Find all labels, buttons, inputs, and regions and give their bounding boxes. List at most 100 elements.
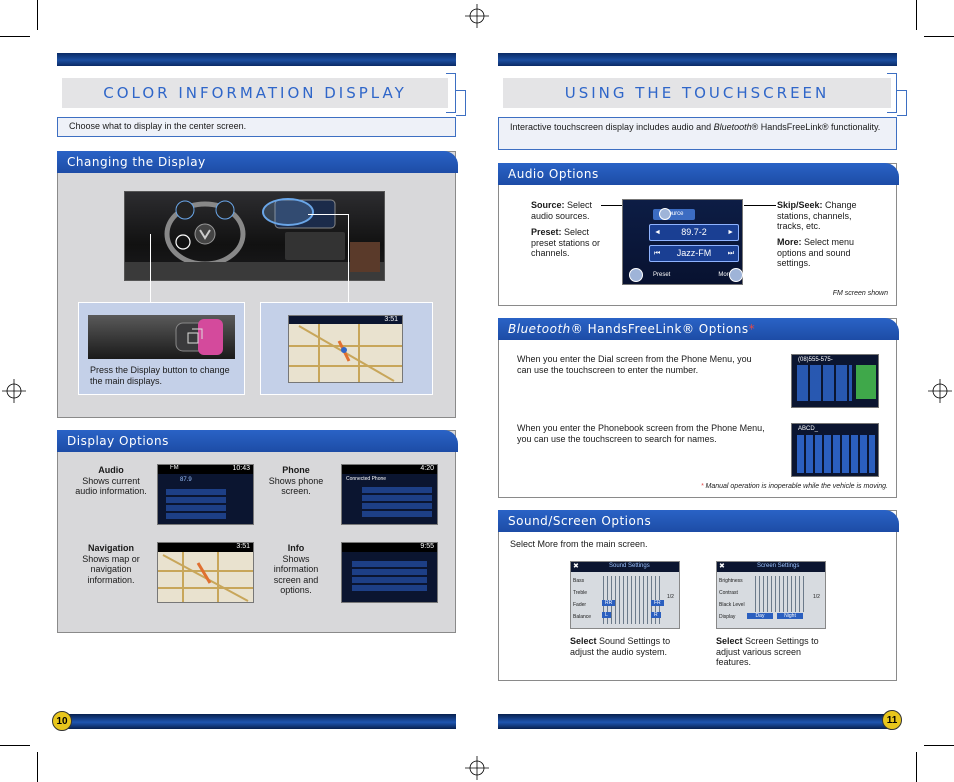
crop-mark [37, 752, 38, 782]
heading-text: Display Options [67, 434, 169, 448]
page-title: COLOR INFORMATION DISPLAY [103, 84, 407, 102]
screen-row: Black Level [719, 602, 745, 608]
sound-val: R [651, 612, 661, 618]
section-heading: Sound/Screen Options [498, 510, 899, 532]
page-indicator: 1/2 [813, 594, 820, 600]
intro-text-end: ® HandsFreeLink® functionality. [751, 122, 881, 132]
screen-time: 9:55 [420, 543, 434, 550]
display-button-caption: Press the Display button to change the m… [90, 365, 230, 386]
frequency-value: 89.7-2 [681, 227, 707, 237]
heading-asterisk: * [748, 322, 756, 336]
caption-text: Screen Settings to adjust various screen… [716, 636, 819, 667]
screen-row: Contrast [719, 590, 738, 596]
sound-row: Treble [573, 590, 587, 596]
crop-mark [916, 752, 917, 782]
title-bracket [456, 90, 466, 116]
intro-text: Interactive touchscreen display includes… [510, 122, 714, 132]
audio-option: Audio Shows current audio information. [75, 465, 147, 497]
option-desc: Shows information screen and options. [273, 553, 319, 596]
screen-time: 10:43 [232, 465, 250, 472]
callout-text: Select preset stations or channels. [531, 227, 601, 258]
option-desc: Shows current audio information. [75, 475, 147, 497]
phone-screen: 4:20 Connected Phone [341, 464, 438, 525]
dashboard-illustration [125, 199, 384, 280]
sound-title: Sound Settings [609, 563, 650, 569]
screen-band: FM [170, 465, 179, 471]
close-icon: ✖ [719, 563, 725, 570]
preset-callout: Preset: Select preset stations or channe… [531, 227, 611, 259]
screen-time: 3:51 [236, 543, 250, 550]
audio-footnote: FM screen shown [832, 290, 888, 297]
night-button: Night [777, 613, 803, 619]
heading-text: Audio Options [508, 167, 599, 181]
dial-text: When you enter the Dial screen from the … [517, 354, 752, 375]
info-option: Info Shows information screen and option… [261, 543, 331, 596]
crop-mark [924, 36, 954, 37]
intro-text: Choose what to display in the center scr… [69, 121, 247, 131]
station-name: Jazz-FM [676, 248, 712, 258]
callout-line [308, 214, 348, 215]
source-button: Source [653, 209, 695, 220]
title-band: COLOR INFORMATION DISPLAY [62, 78, 448, 108]
sound-val: RR [602, 600, 616, 606]
page-number-badge: 10 [52, 711, 72, 731]
registration-mark-icon [2, 379, 26, 403]
station-bar: ⏮ Jazz-FM ⏭ [649, 245, 739, 262]
title-frame: USING THE TOUCHSCREEN [498, 73, 897, 113]
option-title: Navigation [87, 543, 134, 553]
more-callout-circle [729, 268, 743, 282]
map-inset: 3:51 [260, 302, 433, 395]
callout-label: Source: [531, 200, 565, 210]
display-button-photo [88, 315, 235, 359]
phonebook-query: ABCD_ [798, 426, 819, 432]
screen-freq: 87.9 [180, 477, 192, 483]
title-bracket [897, 90, 907, 116]
sound-row: Fader [573, 602, 587, 608]
source-button-label: Source [664, 211, 684, 217]
phonebook-text: When you enter the Phonebook screen from… [517, 423, 765, 444]
sound-caption: Select Sound Settings to adjust the audi… [570, 636, 690, 657]
heading-text: Sound/Screen Options [508, 514, 652, 528]
info-screen: 9:55 [341, 542, 438, 603]
display-button-inset: Press the Display button to change the m… [78, 302, 245, 395]
callout-line [744, 205, 776, 206]
page-indicator: 1/2 [667, 594, 674, 600]
callout-text: Select audio sources. [531, 200, 593, 221]
crop-mark [37, 0, 38, 30]
intro-box: Choose what to display in the center scr… [57, 117, 456, 137]
bottom-banner [498, 714, 897, 729]
audio-screen: FM 10:43 87.9 [157, 464, 254, 525]
registration-mark-icon [465, 756, 489, 780]
caption-bold: Select [570, 636, 597, 646]
title-frame: COLOR INFORMATION DISPLAY [57, 73, 456, 113]
sound-row: Bass [573, 578, 585, 584]
dial-number: (08)555-575- [798, 357, 833, 363]
title-bracket [887, 73, 897, 113]
close-icon: ✖ [573, 563, 579, 570]
screen-time: 4:20 [420, 465, 434, 472]
option-desc: Shows phone screen. [268, 475, 324, 497]
sound-val: FR [651, 600, 664, 606]
sound-val: L [602, 612, 611, 618]
option-title: Phone [282, 465, 310, 475]
heading-text: ® HandsFreeLink® Options [570, 322, 749, 336]
screen-row: Brightness [719, 578, 743, 584]
top-banner [57, 53, 456, 66]
screen-label: Connected Phone [346, 476, 387, 482]
phone-option: Phone Shows phone screen. [261, 465, 331, 497]
option-title: Audio [98, 465, 124, 475]
page-number-badge: 11 [882, 710, 902, 730]
more-label: More... [718, 272, 737, 278]
callout-label: More: [777, 237, 802, 247]
navigation-screen: 3:51 [157, 542, 254, 603]
bluetooth-footnote: * Manual operation is inoperable while t… [701, 483, 888, 490]
screen-title: Screen Settings [757, 563, 800, 569]
map-screen: 3:51 [288, 315, 403, 383]
preset-callout-circle [629, 268, 643, 282]
more-callout: More: Select menu options and sound sett… [777, 237, 872, 269]
crop-mark [0, 36, 30, 37]
sound-row: Balance [573, 614, 592, 620]
phonebook-screen: ABCD_ [791, 423, 879, 477]
crop-mark [924, 745, 954, 746]
registration-mark-icon [928, 379, 952, 403]
